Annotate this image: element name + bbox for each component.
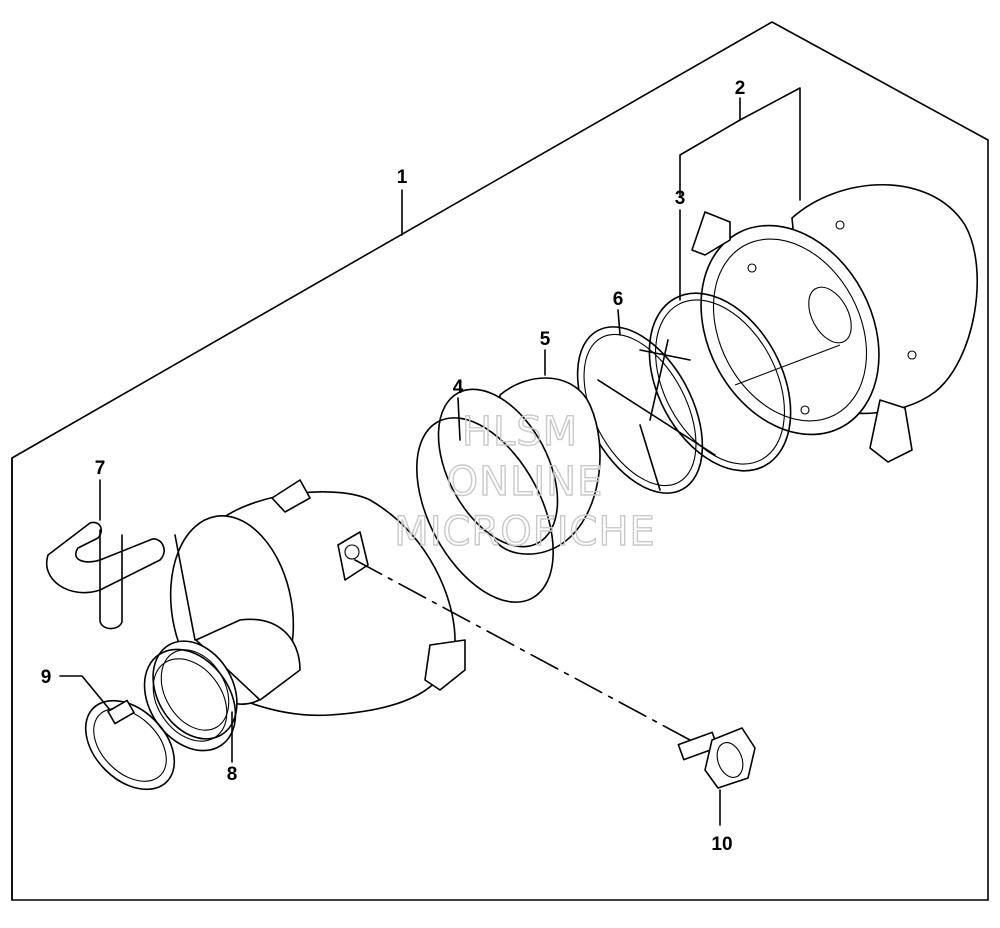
hose-tube	[45, 521, 165, 630]
leader-lines	[59, 87, 801, 826]
filter-element	[437, 377, 601, 555]
callout-8: 8	[227, 764, 238, 785]
assembly-boundary-frame	[11, 21, 989, 901]
callout-3: 3	[675, 188, 686, 209]
bolt	[677, 727, 756, 789]
callout-labels: 1 2 3 4 5 6 7 8 9 10	[41, 78, 746, 855]
hose-clamp	[84, 699, 176, 791]
watermark-line-2: ONLINE	[447, 459, 604, 505]
callout-2: 2	[735, 78, 746, 99]
watermark-line-1: HLSM	[462, 409, 578, 455]
callout-9: 9	[41, 667, 52, 688]
callout-6: 6	[613, 289, 624, 310]
callout-1: 1	[397, 167, 408, 188]
front-housing-body	[152, 479, 466, 740]
gasket-ring	[648, 292, 792, 472]
callout-4: 4	[453, 377, 464, 398]
watermark-line-3: MICROFICHE	[394, 509, 656, 555]
rear-housing-cup	[691, 184, 978, 463]
callout-5: 5	[540, 329, 551, 350]
callout-7: 7	[95, 458, 106, 479]
mesh-screen	[416, 417, 554, 603]
callout-10: 10	[711, 834, 732, 855]
watermark: HLSM ONLINE MICROFICHE	[393, 408, 656, 555]
